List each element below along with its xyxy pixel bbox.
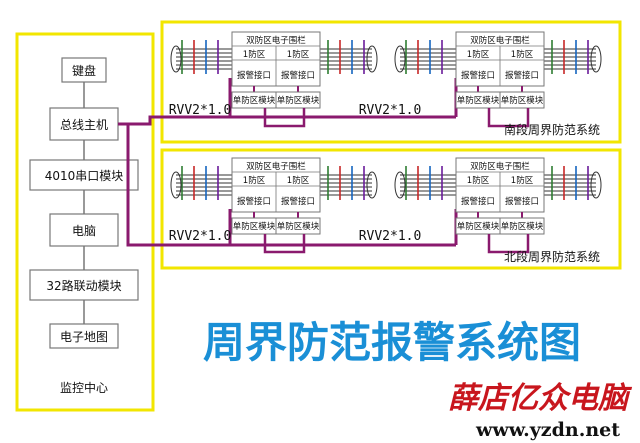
fence-controller-panel: 双防区电子围栏 1防区 1防区报警接口报警接口 <box>455 157 545 213</box>
fence-zone-b: 1防区 <box>511 175 534 186</box>
fence-unit-south-right: 双防区电子围栏 1防区 1防区报警接口报警接口单防区模块单防区模块 <box>394 31 602 128</box>
control-center-label: 监控中心 <box>60 380 108 395</box>
fence-zone-b: 1防区 <box>287 49 310 60</box>
module-keyboard: 键盘 <box>61 57 107 83</box>
module-computer: 电脑 <box>49 213 119 247</box>
fence-posts <box>405 40 589 74</box>
fence-zone-a: 1防区 <box>243 49 266 60</box>
fence-end-insulator <box>366 45 378 73</box>
module-emap: 电子地图 <box>49 323 119 349</box>
fence-alarm-b: 报警接口 <box>281 196 315 207</box>
fence-end-insulator <box>170 171 182 199</box>
fence-zone-a: 1防区 <box>467 49 490 60</box>
south-system-frame <box>160 20 622 144</box>
single-zone-module-b: 单防区模块 <box>277 221 320 232</box>
fence-alarm-a: 报警接口 <box>461 196 495 207</box>
fence-panel-title: 双防区电子围栏 <box>470 35 530 46</box>
fence-posts <box>181 40 365 74</box>
module-serial: 4010串口模块 <box>29 159 139 191</box>
fence-alarm-a: 报警接口 <box>237 70 271 81</box>
module-bus-host: 总线主机 <box>49 107 119 141</box>
fence-zone-a: 1防区 <box>243 175 266 186</box>
fence-panel-title: 双防区电子围栏 <box>470 161 530 172</box>
single-zone-module-b: 单防区模块 <box>501 221 544 232</box>
single-zone-module-b: 单防区模块 <box>277 95 320 106</box>
fence-zone-a: 1防区 <box>467 175 490 186</box>
cable-label-north-left: RVV2*1.0 <box>169 229 232 244</box>
fence-end-insulator <box>394 45 406 73</box>
main-title: 周界防范报警系统图 <box>203 318 581 367</box>
module-keyboard-label: 键盘 <box>72 63 96 78</box>
single-zone-modules: 单防区模块单防区模块 <box>455 217 545 235</box>
fence-end-insulator <box>170 45 182 73</box>
cable-label-north-right: RVV2*1.0 <box>359 229 422 244</box>
cable-label-south-right: RVV2*1.0 <box>359 103 422 118</box>
fence-unit-south-left: 双防区电子围栏 1防区 1防区报警接口报警接口单防区模块单防区模块 <box>170 31 378 128</box>
north-system-label: 北段周界防范系统 <box>504 249 600 264</box>
fence-controller-panel: 双防区电子围栏 1防区 1防区报警接口报警接口 <box>455 31 545 87</box>
control-center-frame <box>15 32 155 412</box>
fence-zone-b: 1防区 <box>287 175 310 186</box>
fence-end-insulator <box>590 45 602 73</box>
watermark-url: www.yzdn.net <box>475 419 620 441</box>
module-computer-label: 电脑 <box>72 224 96 238</box>
fence-zone-b: 1防区 <box>511 49 534 60</box>
fence-posts <box>181 166 365 200</box>
fence-alarm-a: 报警接口 <box>461 70 495 81</box>
single-zone-modules: 单防区模块单防区模块 <box>231 217 321 235</box>
cable-label-south-left: RVV2*1.0 <box>169 103 232 118</box>
module-linkage: 32路联动模块 <box>29 269 139 301</box>
module-serial-label: 4010串口模块 <box>45 169 124 183</box>
watermark-brand: 薛店亿众电脑 <box>448 381 633 416</box>
fence-unit-north-right: 双防区电子围栏 1防区 1防区报警接口报警接口单防区模块单防区模块 <box>394 157 602 254</box>
single-zone-module-a: 单防区模块 <box>233 95 276 106</box>
fence-alarm-b: 报警接口 <box>505 70 539 81</box>
fence-controller-panel: 双防区电子围栏 1防区 1防区报警接口报警接口 <box>231 157 321 213</box>
fence-end-insulator <box>394 171 406 199</box>
module-linkage-label: 32路联动模块 <box>46 278 121 293</box>
single-zone-modules: 单防区模块单防区模块 <box>455 91 545 109</box>
fence-unit-north-left: 双防区电子围栏 1防区 1防区报警接口报警接口单防区模块单防区模块 <box>170 157 378 254</box>
single-zone-modules: 单防区模块单防区模块 <box>231 91 321 109</box>
single-zone-module-a: 单防区模块 <box>457 221 500 232</box>
fence-posts <box>405 166 589 200</box>
fence-end-insulator <box>590 171 602 199</box>
fence-panel-title: 双防区电子围栏 <box>246 161 306 172</box>
module-bus-host-label: 总线主机 <box>60 118 108 132</box>
single-zone-module-b: 单防区模块 <box>501 95 544 106</box>
fence-panel-title: 双防区电子围栏 <box>246 35 306 46</box>
south-system-label: 南段周界防范系统 <box>504 122 600 137</box>
fence-alarm-b: 报警接口 <box>505 196 539 207</box>
module-emap-label: 电子地图 <box>60 330 108 344</box>
single-zone-module-a: 单防区模块 <box>457 95 500 106</box>
fence-alarm-a: 报警接口 <box>237 196 271 207</box>
fence-controller-panel: 双防区电子围栏 1防区 1防区报警接口报警接口 <box>231 31 321 87</box>
single-zone-module-a: 单防区模块 <box>233 221 276 232</box>
fence-alarm-b: 报警接口 <box>281 70 315 81</box>
fence-end-insulator <box>366 171 378 199</box>
north-system-frame <box>160 148 622 270</box>
